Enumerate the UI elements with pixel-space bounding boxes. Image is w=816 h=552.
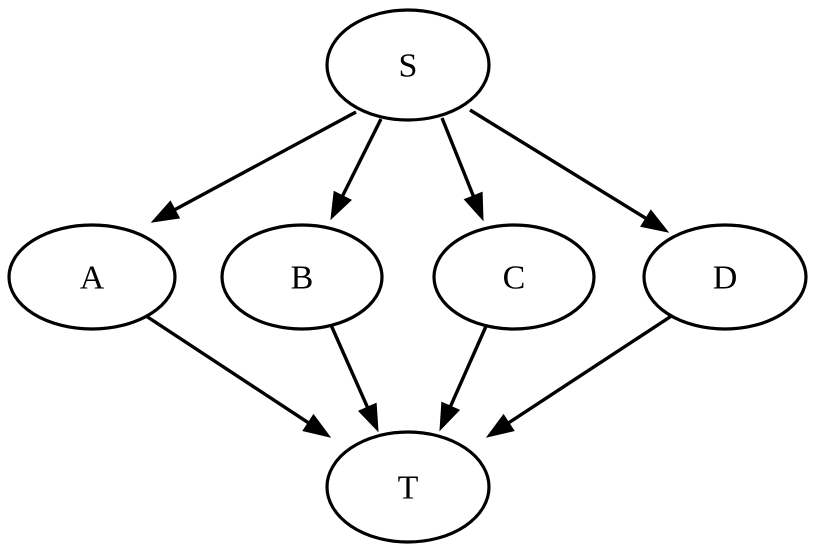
edge-arrowhead	[357, 402, 379, 433]
node-shape[interactable]	[325, 430, 491, 544]
edge-arrowhead	[463, 191, 484, 222]
node-shape[interactable]	[325, 8, 491, 122]
edge-arrowhead	[640, 209, 670, 233]
node-shape[interactable]	[7, 223, 177, 331]
edge-line	[503, 313, 674, 427]
edge-a-to-t	[142, 312, 332, 438]
edge-s-to-b	[330, 118, 383, 221]
edge-line	[446, 323, 489, 412]
node-a[interactable]: A	[7, 223, 177, 331]
edge-arrowhead	[150, 200, 181, 223]
node-c[interactable]: C	[432, 223, 596, 331]
node-s[interactable]: S	[325, 8, 491, 122]
edge-s-to-c	[440, 117, 484, 222]
node-shape[interactable]	[220, 223, 384, 331]
edge-s-to-d	[469, 108, 670, 233]
edge-line	[169, 110, 357, 214]
node-t[interactable]: T	[325, 430, 491, 544]
edge-arrowhead	[302, 413, 332, 438]
edge-arrowhead	[330, 190, 352, 221]
edge-line	[338, 118, 383, 201]
edge-d-to-t	[485, 313, 674, 438]
node-b[interactable]: B	[220, 223, 384, 331]
node-shape[interactable]	[642, 223, 808, 331]
edge-arrowhead	[439, 401, 461, 432]
edge-line	[142, 312, 314, 427]
edge-line	[329, 324, 372, 413]
node-shape[interactable]	[432, 223, 596, 331]
node-d[interactable]: D	[642, 223, 808, 331]
edge-c-to-t	[439, 323, 489, 432]
edge-arrowhead	[485, 413, 515, 438]
edges-layer	[142, 108, 674, 438]
edge-line	[469, 108, 652, 223]
edge-line	[440, 117, 477, 202]
edge-s-to-a	[150, 110, 357, 223]
edge-b-to-t	[329, 324, 379, 433]
